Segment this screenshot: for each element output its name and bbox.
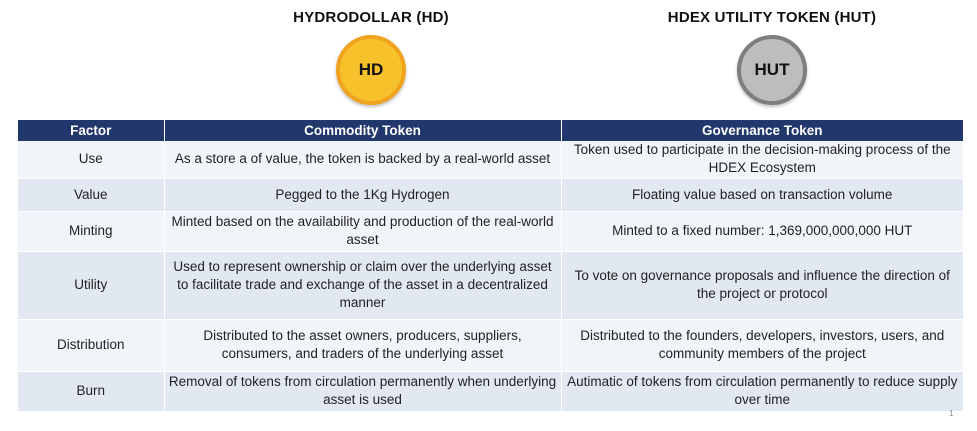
table-row: Use As a store a of value, the token is … xyxy=(18,141,963,179)
page-number: 1 xyxy=(949,409,954,418)
hd-coin-icon: HD xyxy=(336,35,406,105)
table-header-row: Factor Commodity Token Governance Token xyxy=(18,120,963,141)
table-row: Utility Used to represent ownership or c… xyxy=(18,251,963,320)
hut-header: HDEX UTILITY TOKEN (HUT) HUT xyxy=(627,0,917,105)
hut-coin-label: HUT xyxy=(754,60,790,79)
governance-cell: Minted to a fixed number: 1,369,000,000,… xyxy=(561,211,963,252)
governance-cell: Distributed to the founders, developers,… xyxy=(561,319,963,372)
commodity-cell: Used to represent ownership or claim ove… xyxy=(164,251,562,320)
commodity-cell: Minted based on the availability and pro… xyxy=(164,211,562,252)
table-row: Burn Removal of tokens from circulation … xyxy=(18,371,963,412)
factor-cell: Distribution xyxy=(18,319,165,372)
header-commodity-token: Commodity Token xyxy=(164,120,562,141)
commodity-cell: Pegged to the 1Kg Hydrogen xyxy=(164,178,562,212)
governance-cell: To vote on governance proposals and infl… xyxy=(561,251,963,320)
hut-coin-icon: HUT xyxy=(737,35,807,105)
header-governance-token: Governance Token xyxy=(561,120,963,141)
commodity-cell: As a store a of value, the token is back… xyxy=(164,141,562,179)
factor-cell: Burn xyxy=(18,371,165,412)
hd-coin-label: HD xyxy=(358,60,384,79)
factor-cell: Utility xyxy=(18,251,165,320)
governance-cell: Floating value based on transaction volu… xyxy=(561,178,963,212)
table-row: Distribution Distributed to the asset ow… xyxy=(18,319,963,372)
hydrodollar-header: HYDRODOLLAR (HD) HD xyxy=(226,0,516,105)
commodity-cell: Removal of tokens from circulation perma… xyxy=(164,371,562,412)
factor-cell: Minting xyxy=(18,211,165,252)
governance-cell: Autimatic of tokens from circulation per… xyxy=(561,371,963,412)
table-row: Minting Minted based on the availability… xyxy=(18,211,963,252)
token-comparison-table: Factor Commodity Token Governance Token … xyxy=(18,120,963,412)
hut-title: HDEX UTILITY TOKEN (HUT) xyxy=(667,9,877,26)
commodity-cell: Distributed to the asset owners, produce… xyxy=(164,319,562,372)
factor-cell: Value xyxy=(18,178,165,212)
factor-cell: Use xyxy=(18,141,165,179)
table-row: Value Pegged to the 1Kg Hydrogen Floatin… xyxy=(18,178,963,212)
header-factor: Factor xyxy=(18,120,165,141)
hydrodollar-title: HYDRODOLLAR (HD) xyxy=(293,9,449,26)
governance-cell: Token used to participate in the decisio… xyxy=(561,141,963,179)
